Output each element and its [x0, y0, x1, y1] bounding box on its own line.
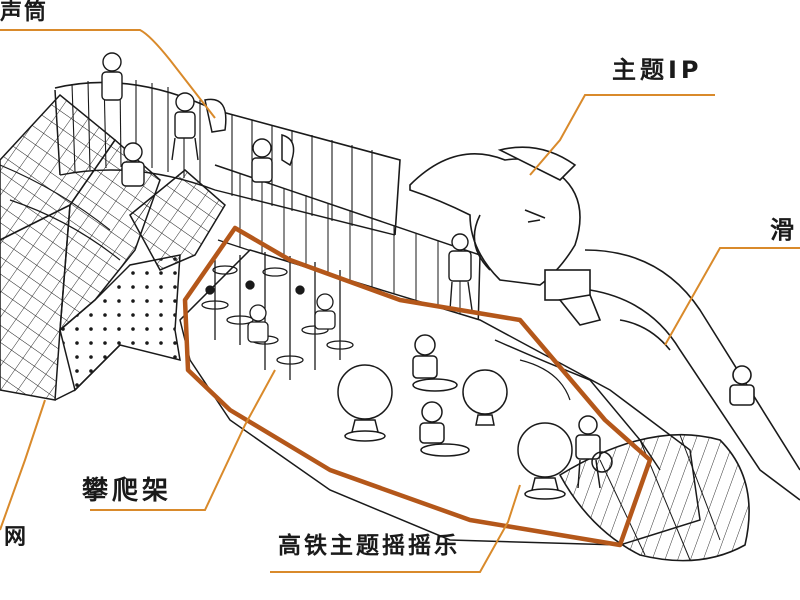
leader-slide: [664, 247, 800, 346]
theme-ip-character: [409, 146, 602, 326]
label-rocking-rides: 高铁主题摇摇乐: [278, 533, 460, 559]
leader-speaker-tube: [0, 29, 216, 119]
highlight-boundary: [182, 225, 653, 548]
label-slide: 滑: [770, 216, 798, 244]
leader-net: [0, 399, 46, 531]
slide-tube: [584, 249, 800, 501]
train-body: [179, 249, 750, 562]
climbing-children: [247, 293, 336, 343]
leader-climbing-frame: [90, 369, 276, 511]
leader-lines: [0, 29, 800, 573]
left-net-structure: [0, 93, 226, 401]
label-theme-ip: 主题IP: [612, 56, 703, 84]
rocking-rides: [337, 334, 613, 500]
children-figures: [101, 52, 473, 311]
label-climbing-frame: 攀爬架: [82, 476, 173, 506]
climbing-frame-ropes: [201, 252, 354, 380]
speaker-tube-device: [204, 98, 295, 167]
label-speaker-tube: 声筒: [0, 0, 49, 25]
leader-theme-ip: [529, 94, 715, 176]
label-net: 网: [4, 525, 31, 550]
leader-rocking-rides: [270, 484, 521, 573]
